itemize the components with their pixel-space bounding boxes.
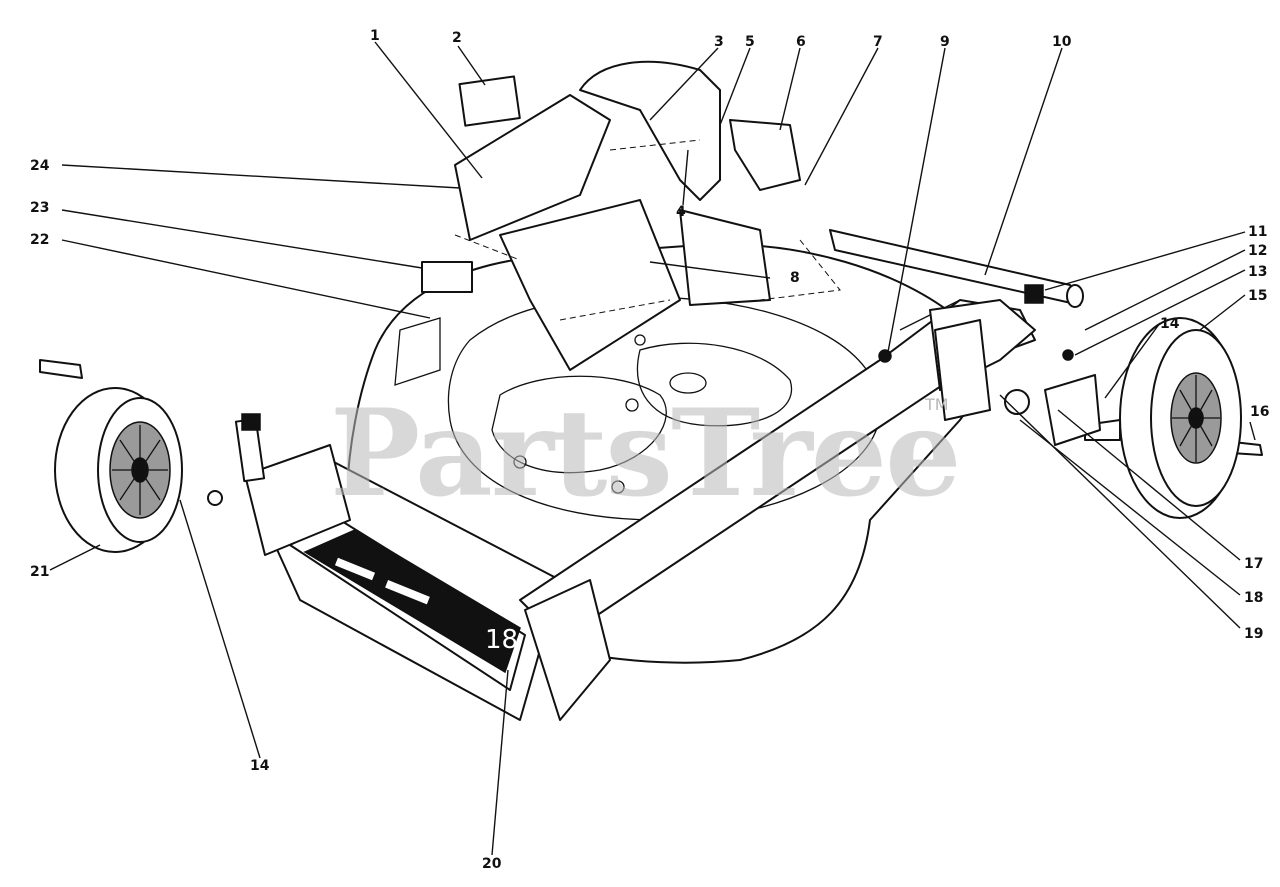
callout-8: 8 xyxy=(790,270,800,286)
left-wheel xyxy=(54,387,183,553)
deck-size-label: 18 xyxy=(485,625,518,655)
callout-21: 21 xyxy=(30,564,49,580)
right-side-rail xyxy=(519,299,1036,721)
callout-6: 6 xyxy=(796,34,806,50)
callout-11: 11 xyxy=(1248,224,1267,240)
callout-10: 10 xyxy=(1052,34,1072,50)
callout-15: 15 xyxy=(1248,288,1267,304)
callout-22: 22 xyxy=(30,232,49,248)
deck-decal xyxy=(303,529,521,674)
rear-height-adjuster xyxy=(934,319,1101,446)
callout-labels: 1 2 3 4 5 6 7 8 9 10 11 12 13 14 15 16 1… xyxy=(30,28,1269,872)
callout-14-right: 14 xyxy=(1160,316,1180,332)
left-height-adjuster xyxy=(234,413,351,556)
callout-18: 18 xyxy=(1244,590,1263,606)
callout-13: 13 xyxy=(1248,264,1267,280)
callout-3: 3 xyxy=(714,34,724,50)
callout-24: 24 xyxy=(30,158,50,174)
handle-bracket-assembly xyxy=(454,60,801,371)
leader-lines xyxy=(49,41,1256,856)
callout-14-left: 14 xyxy=(250,758,270,774)
callout-16: 16 xyxy=(1250,404,1269,420)
callout-12: 12 xyxy=(1248,243,1267,259)
callout-1: 1 xyxy=(370,28,380,44)
callout-19: 19 xyxy=(1244,626,1263,642)
callout-7: 7 xyxy=(873,34,883,50)
callout-2: 2 xyxy=(452,30,462,46)
callout-23: 23 xyxy=(30,200,49,216)
callout-17: 17 xyxy=(1244,556,1263,572)
callout-20: 20 xyxy=(482,856,502,872)
rear-axle-rod xyxy=(759,229,1084,308)
watermark-trademark: TM xyxy=(924,395,949,414)
right-wheel xyxy=(1119,317,1242,519)
callout-9: 9 xyxy=(940,34,950,50)
watermark: PartsTree TM xyxy=(330,383,961,524)
watermark-text: PartsTree xyxy=(330,383,959,524)
callout-4: 4 xyxy=(676,204,686,220)
callout-5: 5 xyxy=(745,34,755,50)
